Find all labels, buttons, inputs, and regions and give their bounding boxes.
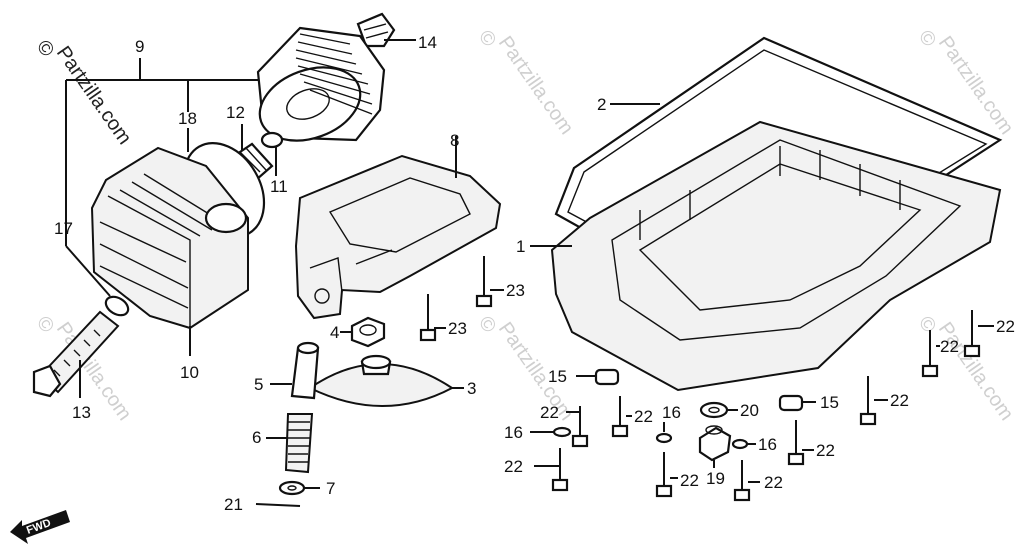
- bolt-23a: [475, 256, 504, 308]
- watermark-text: Partzilla.com: [934, 32, 1018, 138]
- callout-label: 21: [224, 495, 243, 514]
- callout-label: 17: [54, 219, 73, 238]
- callout-label: 1: [516, 237, 525, 256]
- callout-label: 16: [662, 403, 681, 422]
- washer-16-left: [530, 426, 572, 438]
- fitting-15-right: [778, 394, 816, 412]
- bracket-lines: [65, 58, 262, 297]
- bolt-group: [419, 256, 994, 502]
- callout-label: 11: [270, 177, 288, 196]
- part-washer-7: [278, 480, 320, 496]
- part-o-ring-17: [104, 295, 130, 317]
- part-relief-pipe: [270, 341, 320, 400]
- callout-label: 22: [816, 441, 835, 460]
- callout-label: 22: [996, 317, 1015, 336]
- bolt-22-far-right: [963, 310, 994, 358]
- fwd-label: FWD: [25, 517, 53, 537]
- part-oil-filter: [256, 26, 386, 142]
- callout-label: 2: [597, 95, 606, 114]
- callout-label: 22: [890, 391, 909, 410]
- fwd-direction-marker: FWD: [10, 510, 70, 544]
- watermark-text: Partzilla.com: [52, 42, 136, 148]
- callout-label: 15: [548, 367, 567, 386]
- bolt-22-left-upper: [566, 406, 589, 448]
- callout-label: 9: [135, 37, 144, 56]
- part-nut: [340, 316, 386, 348]
- callout-label: 22: [940, 337, 959, 356]
- washer-16-mid: [655, 422, 673, 444]
- bolt-23b: [419, 294, 446, 342]
- callout-label: 4: [330, 323, 339, 342]
- callout-label: 7: [326, 479, 335, 498]
- fitting-15-left: [576, 368, 620, 386]
- part-pin-21: [255, 503, 301, 507]
- part-oil-pan: [530, 120, 1002, 392]
- washer-20: [699, 401, 738, 419]
- callout-label: 3: [467, 379, 476, 398]
- callout-label: 22: [634, 407, 653, 426]
- part-oil-cooler: [90, 146, 249, 356]
- part-oil-strainer-housing: [294, 136, 502, 320]
- callout-labels: 1 2 3 4 5 6 7 8 9 10 11 12 13 14 15 15 1…: [54, 33, 1015, 514]
- bolt-22-mid-right: [859, 376, 888, 426]
- callout-label: 12: [226, 103, 245, 122]
- bolt-22-bottom: [655, 452, 678, 498]
- bolt-22-upper-mid: [611, 396, 632, 438]
- bolt-22-center: [787, 420, 814, 466]
- callout-label: 6: [252, 428, 261, 447]
- callout-label: 14: [418, 33, 437, 52]
- callout-label: 22: [764, 473, 783, 492]
- callout-label: 8: [450, 131, 459, 150]
- callout-label: 23: [448, 319, 467, 338]
- callout-label: 18: [178, 109, 197, 128]
- bolt-22-right: [921, 330, 940, 378]
- part-strainer: [308, 354, 464, 407]
- callout-label: 16: [504, 423, 523, 442]
- bolt-22-left-lower: [534, 448, 569, 492]
- callout-label: 15: [820, 393, 839, 412]
- callout-label: 16: [758, 435, 777, 454]
- callout-label: 22: [680, 471, 699, 490]
- watermark-text: Partzilla.com: [494, 32, 578, 138]
- part-filter-bolt: [32, 310, 120, 398]
- bolt-22-bottom-center: [733, 460, 760, 502]
- callout-label: 23: [506, 281, 525, 300]
- callout-label: 22: [504, 457, 523, 476]
- callout-label: 20: [740, 401, 759, 420]
- callout-label: 5: [254, 375, 263, 394]
- drain-plug-19: [698, 425, 732, 468]
- callout-label: 19: [706, 469, 725, 488]
- callout-label: 13: [72, 403, 91, 422]
- part-oil-pressure-switch: [356, 12, 416, 48]
- washer-16-right: [731, 438, 756, 450]
- part-o-ring-small: [260, 131, 284, 176]
- callout-label: 22: [540, 403, 559, 422]
- callout-label: 10: [180, 363, 199, 382]
- part-relief-spring-6: [266, 413, 314, 474]
